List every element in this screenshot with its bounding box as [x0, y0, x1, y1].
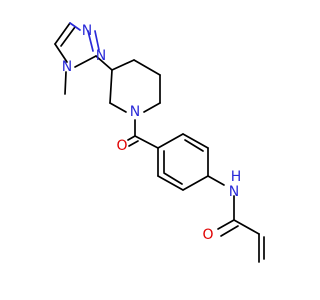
atom-label-o: O: [116, 138, 127, 154]
bond: [207, 175, 225, 186]
bond: [163, 172, 183, 185]
bond: [109, 102, 127, 113]
bond: [64, 71, 67, 95]
bond: [94, 30, 100, 51]
bond: [74, 55, 97, 68]
acrylamide-group: [207, 175, 265, 263]
bond: [127, 135, 136, 141]
bond: [184, 139, 204, 152]
atom-label-n: N: [130, 104, 140, 120]
bond: [157, 133, 184, 149]
bond: [220, 225, 239, 237]
bond: [111, 59, 135, 71]
bond: [157, 175, 184, 191]
atom-label-h: H: [231, 169, 242, 185]
bond: [182, 175, 209, 191]
bond: [109, 69, 113, 104]
piperidine-ring: [109, 59, 161, 113]
carbonyl-linker: [127, 119, 159, 149]
bond: [95, 55, 113, 71]
molecule-diagram: N N N N O N H O: [54, 22, 265, 263]
bond: [69, 22, 81, 31]
bond: [54, 22, 71, 45]
benzene-ring: [157, 133, 209, 191]
bond: [217, 219, 235, 230]
atom-label-o: O: [202, 227, 213, 243]
atom-label-n: N: [82, 23, 92, 39]
bond: [134, 135, 159, 149]
triazole-ring: [54, 22, 113, 95]
atom-labels: N N N N O N H O: [62, 23, 242, 243]
bond: [182, 133, 209, 149]
bond: [143, 102, 161, 113]
bond: [54, 43, 68, 63]
atom-label-n: N: [229, 184, 239, 200]
bond: [233, 219, 260, 235]
atom-label-n: N: [96, 48, 106, 64]
bond: [133, 59, 161, 76]
bond: [87, 30, 94, 52]
bond: [128, 140, 139, 147]
atom-label-n: N: [62, 59, 72, 75]
bond: [60, 26, 76, 47]
